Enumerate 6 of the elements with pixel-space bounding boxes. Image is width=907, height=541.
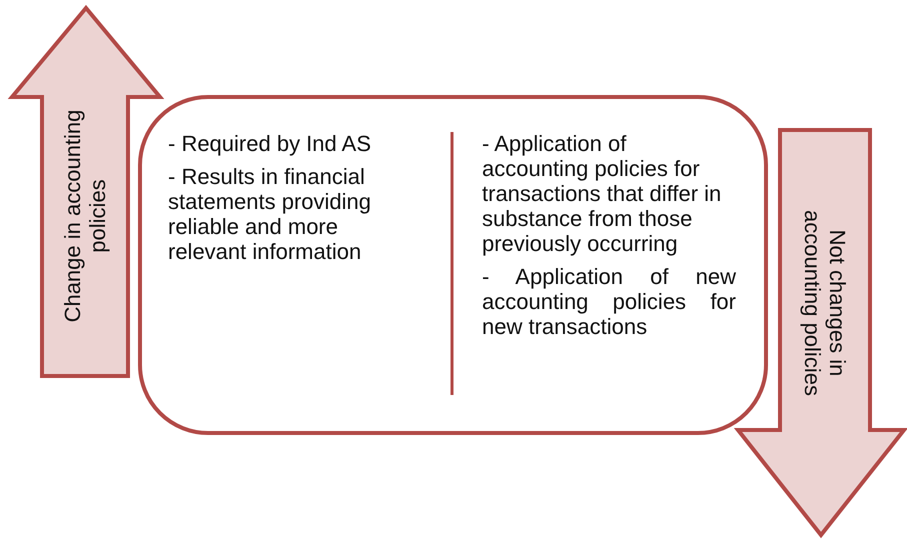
bullet-text: - Application of accounting policies for transactions that differ in substance from those previously occurring [482, 131, 722, 256]
bullet-text: - Required by Ind AS [168, 131, 372, 156]
bullet-text: - Results in financial statements providing reliable and more relevant information [168, 164, 372, 264]
arrow-label: Change in accounting policies [60, 108, 110, 324]
arrow-label: Not changes in accounting policies [800, 209, 850, 398]
bullet-text: - Application of new accounting policies for new transactions [482, 264, 736, 339]
